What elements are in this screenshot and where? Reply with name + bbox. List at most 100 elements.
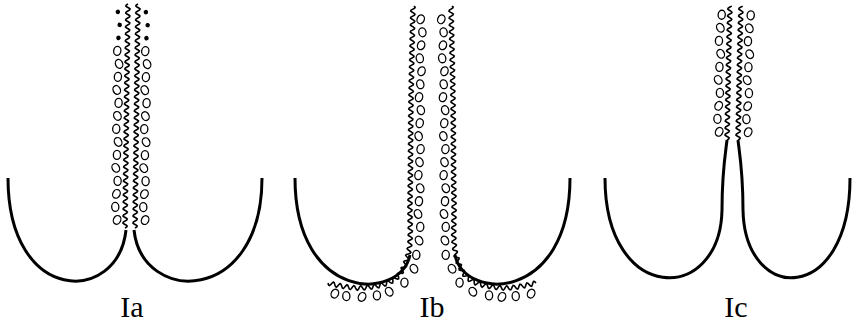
cell bbox=[342, 291, 350, 300]
wavy-lining bbox=[736, 6, 743, 140]
cell bbox=[744, 49, 755, 60]
cell bbox=[114, 58, 124, 69]
cup-outline bbox=[8, 178, 126, 281]
cell bbox=[114, 72, 122, 82]
cell bbox=[412, 250, 420, 259]
cell bbox=[716, 88, 723, 97]
cell bbox=[456, 278, 463, 287]
cell bbox=[485, 291, 492, 300]
cell bbox=[118, 23, 122, 27]
cell bbox=[141, 46, 150, 56]
cell bbox=[714, 126, 724, 137]
cell bbox=[743, 127, 753, 138]
cell bbox=[139, 188, 150, 199]
cell bbox=[414, 92, 423, 103]
cell bbox=[111, 188, 122, 199]
cell bbox=[416, 144, 425, 154]
cell bbox=[743, 115, 751, 124]
cell bbox=[140, 110, 150, 121]
cell bbox=[415, 183, 425, 194]
cup-outline bbox=[295, 178, 410, 284]
cell bbox=[417, 66, 427, 77]
cell bbox=[438, 53, 447, 63]
cell bbox=[142, 72, 150, 82]
cell bbox=[409, 263, 420, 274]
cell bbox=[140, 85, 150, 96]
cell bbox=[373, 291, 380, 300]
cell bbox=[401, 278, 408, 287]
cell bbox=[415, 118, 424, 128]
cell bbox=[439, 170, 448, 180]
cell bbox=[112, 214, 122, 225]
cup-outline bbox=[134, 178, 262, 281]
cell bbox=[441, 183, 451, 194]
cell bbox=[439, 131, 449, 142]
cell bbox=[497, 291, 508, 302]
cell bbox=[415, 53, 424, 63]
cell bbox=[442, 250, 450, 259]
cell bbox=[113, 136, 124, 147]
cell bbox=[115, 98, 123, 108]
cell-row bbox=[138, 10, 152, 226]
cell bbox=[414, 131, 424, 142]
cell bbox=[440, 235, 450, 246]
cell bbox=[440, 157, 450, 168]
cell bbox=[141, 151, 148, 160]
cell bbox=[114, 176, 121, 185]
wavy-lining bbox=[449, 6, 536, 290]
cell-row bbox=[742, 11, 755, 138]
cell bbox=[439, 208, 449, 219]
cell bbox=[742, 101, 753, 112]
cell bbox=[138, 162, 149, 173]
cell bbox=[745, 63, 752, 72]
cell bbox=[415, 157, 425, 168]
cell bbox=[418, 27, 427, 37]
cell bbox=[357, 291, 368, 302]
cell bbox=[116, 36, 120, 40]
cup-outline bbox=[605, 140, 727, 278]
cell bbox=[440, 118, 449, 128]
cell bbox=[438, 92, 447, 103]
panel-label: Ia bbox=[120, 292, 143, 322]
cup-outline bbox=[455, 178, 570, 284]
cell bbox=[439, 27, 448, 37]
cell bbox=[416, 40, 426, 51]
panel-label: Ib bbox=[420, 292, 445, 322]
cell bbox=[440, 105, 449, 116]
cell bbox=[467, 286, 478, 297]
cell bbox=[330, 288, 340, 299]
cell bbox=[416, 105, 425, 116]
cell bbox=[715, 22, 725, 33]
cell bbox=[146, 23, 150, 27]
cell bbox=[512, 291, 520, 300]
wavy-lining bbox=[725, 6, 732, 140]
cell bbox=[416, 222, 424, 232]
cell bbox=[742, 74, 753, 85]
cell bbox=[745, 89, 752, 98]
cell bbox=[113, 150, 120, 159]
cell bbox=[144, 36, 148, 40]
cell bbox=[416, 14, 426, 25]
cell bbox=[113, 46, 122, 56]
cell bbox=[526, 288, 536, 299]
cell bbox=[436, 14, 446, 25]
cell bbox=[440, 66, 450, 77]
wavy-lining bbox=[123, 4, 130, 228]
cell bbox=[713, 100, 724, 111]
cell bbox=[716, 62, 723, 71]
cell bbox=[143, 98, 151, 108]
cell bbox=[112, 124, 120, 133]
cell bbox=[439, 79, 448, 89]
cell bbox=[413, 208, 423, 219]
cell-row bbox=[436, 14, 536, 303]
cell bbox=[112, 84, 122, 95]
cell bbox=[715, 36, 723, 45]
cell bbox=[718, 10, 726, 20]
cell bbox=[110, 162, 121, 173]
cell bbox=[744, 37, 752, 46]
cell bbox=[441, 196, 449, 206]
cell bbox=[416, 79, 425, 89]
cell bbox=[715, 48, 726, 59]
